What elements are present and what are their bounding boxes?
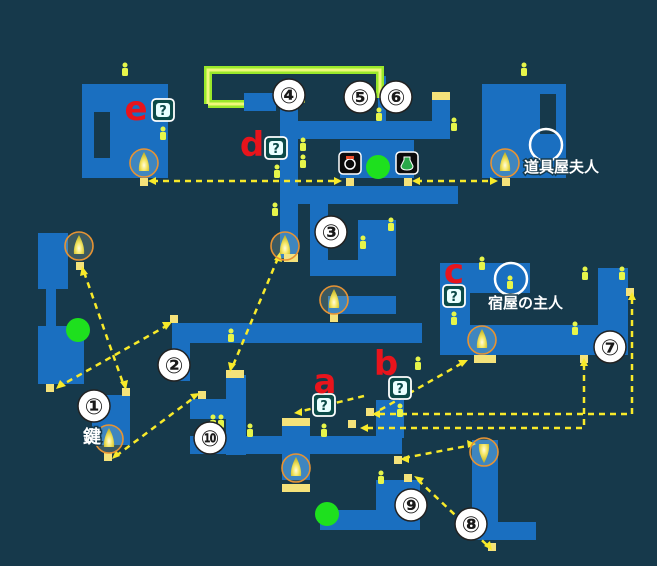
svg-text:⑩: ⑩ xyxy=(201,427,220,452)
npc-location-ring xyxy=(493,127,564,297)
step-marker-3: ③ xyxy=(314,215,348,249)
svg-text:⑧: ⑧ xyxy=(462,513,481,538)
npc-label-inn: 宿屋の主人 xyxy=(488,294,564,312)
step-marker-7: ⑦ xyxy=(593,330,627,364)
event-letter-e: e xyxy=(124,89,147,129)
step-marker-1: ① xyxy=(77,389,111,423)
armor-shop-icon[interactable] xyxy=(338,151,362,175)
npc-label-item-shop: 道具屋夫人 xyxy=(524,158,600,176)
question-mark-icon[interactable]: ? ? ? ? ? xyxy=(151,98,466,417)
map-labels: 鍵 道具屋夫人 宿屋の主人 xyxy=(82,157,602,450)
item-shop-icon[interactable] xyxy=(395,151,419,175)
svg-text:③: ③ xyxy=(322,221,341,246)
svg-text:①: ① xyxy=(85,395,104,420)
route-arrows xyxy=(59,179,634,547)
svg-text:⑨: ⑨ xyxy=(402,494,421,519)
step-marker-8: ⑧ xyxy=(454,507,488,541)
step-marker-10: ⑩ xyxy=(193,421,227,455)
warp-flame-icon[interactable] xyxy=(64,148,520,483)
event-letter-b: b xyxy=(374,344,398,384)
svg-text:⑤: ⑤ xyxy=(351,86,370,111)
svg-text:?: ? xyxy=(272,142,280,157)
event-letter-c: c xyxy=(444,252,464,292)
svg-text:?: ? xyxy=(320,399,328,414)
event-letter-d: d xyxy=(240,125,264,165)
event-letters: a b c d e xyxy=(124,89,464,402)
step-marker-5: ⑤ xyxy=(343,80,377,114)
svg-text:?: ? xyxy=(159,104,167,119)
svg-text:⑥: ⑥ xyxy=(387,86,406,111)
event-letter-a: a xyxy=(314,362,337,402)
wall-cutouts xyxy=(94,94,556,158)
step-marker-4: ④ xyxy=(272,78,306,112)
key-label: 鍵 xyxy=(83,426,101,448)
step-marker-6: ⑥ xyxy=(379,80,413,114)
svg-text:?: ? xyxy=(396,382,404,397)
svg-text:④: ④ xyxy=(280,84,299,109)
step-markers: ① ② ③ ④ ⑤ ⑥ ⑦ ⑧ xyxy=(77,78,627,541)
svg-text:②: ② xyxy=(165,354,184,379)
doors xyxy=(46,92,634,551)
svg-text:?: ? xyxy=(450,290,458,305)
svg-text:⑦: ⑦ xyxy=(601,336,620,361)
green-marker xyxy=(66,155,390,526)
step-marker-9: ⑨ xyxy=(394,488,428,522)
step-marker-2: ② xyxy=(157,348,191,382)
